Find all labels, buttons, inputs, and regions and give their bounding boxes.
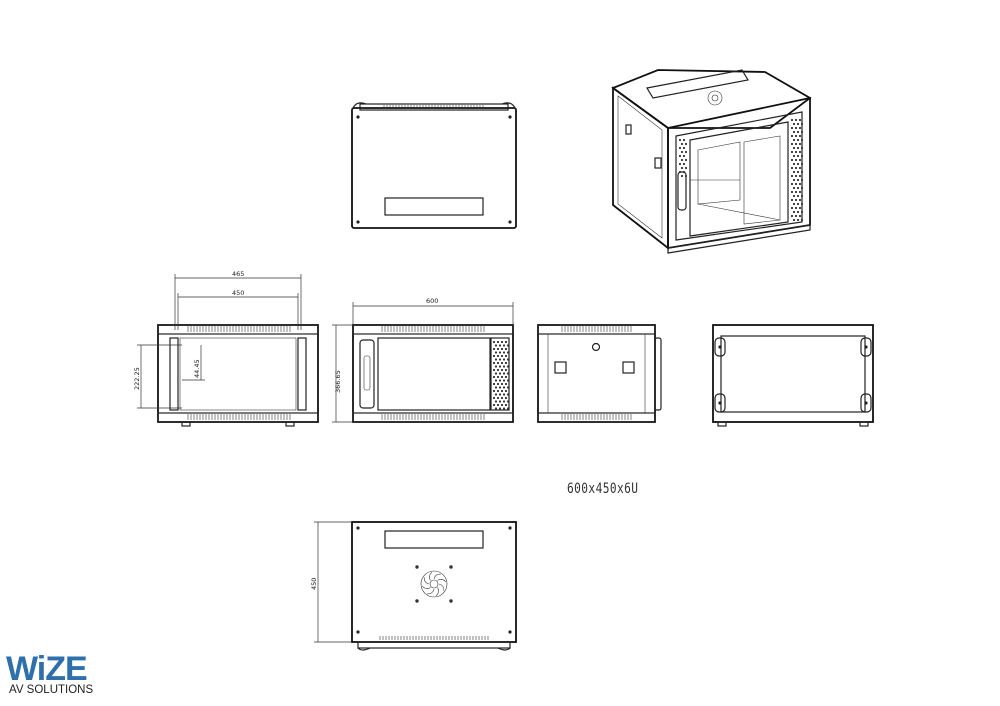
svg-text:44.45: 44.45 [193,359,201,378]
svg-text:600: 600 [426,297,438,305]
logo-wordmark: WiZE [6,650,87,684]
door-view [712,324,874,427]
rear-view [537,324,662,423]
brand-logo: WiZE [6,650,88,684]
svg-text:450: 450 [232,289,244,297]
top-view [351,102,517,229]
model-label: 600x450x6U [567,481,639,497]
isometric-view [611,69,812,254]
svg-text:465: 465 [232,270,244,278]
svg-text:222.25: 222.25 [133,367,141,390]
front-view: 600 366.65 [332,297,514,423]
logo-tagline: AV SOLUTIONS [9,684,94,696]
side-view: 465 450 222.25 44.45 [133,270,319,427]
svg-text:366.65: 366.65 [334,370,342,393]
bottom-view: 450 [310,521,517,651]
svg-text:450: 450 [310,578,318,590]
